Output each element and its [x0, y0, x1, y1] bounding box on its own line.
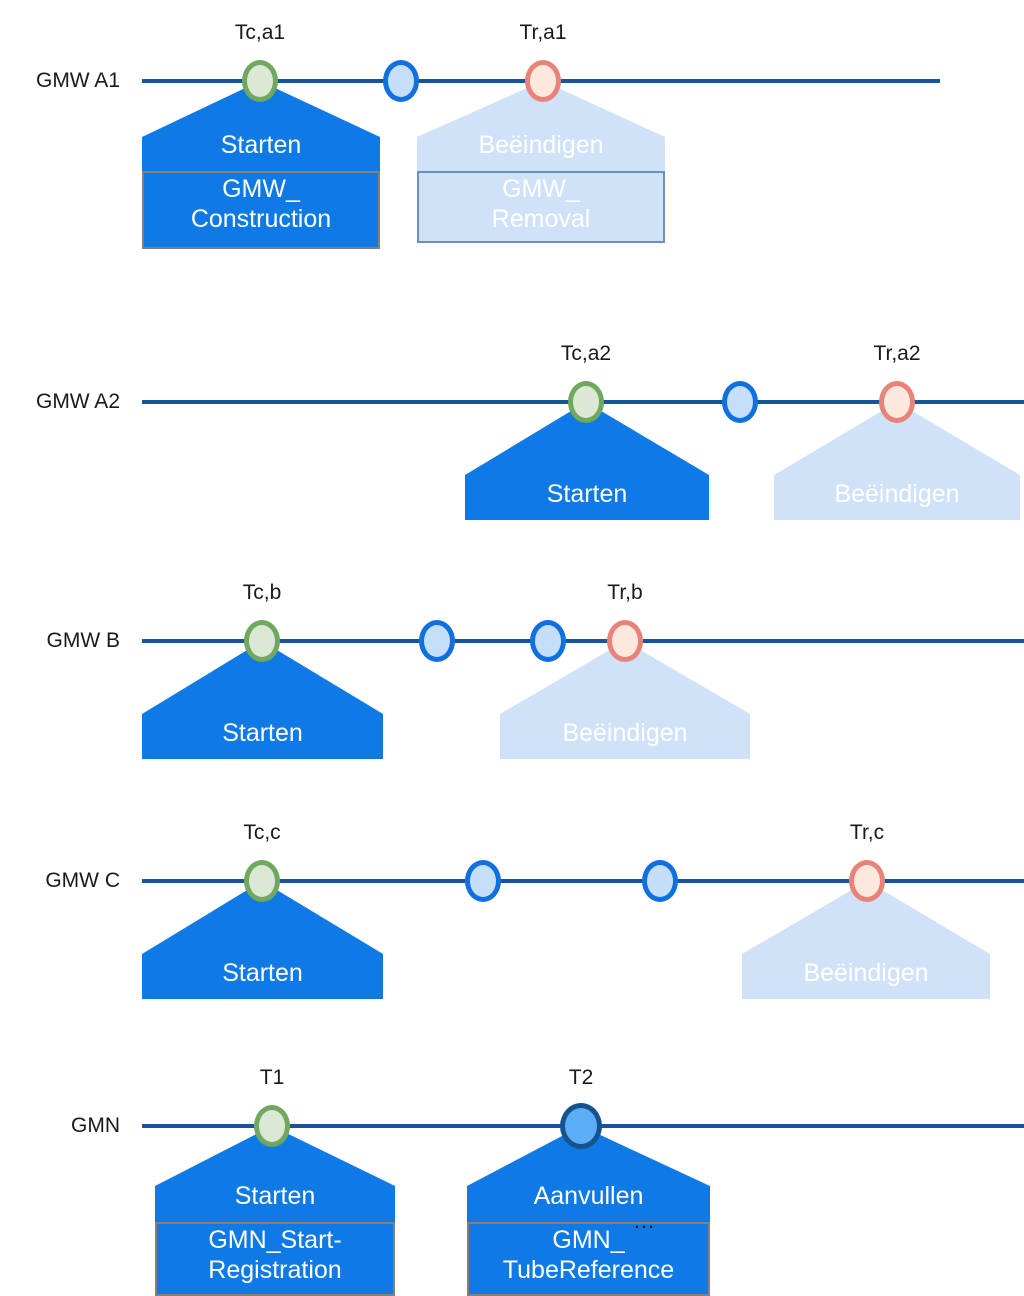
- info-box-label-starten-gmn: GMN_Start- Registration: [208, 1226, 342, 1284]
- pennant-aanvullen-gmn: [467, 1126, 710, 1222]
- pennant-starten-a1: [142, 81, 380, 171]
- info-box-label-beeindigen-a1: GMW_ Removal: [491, 175, 591, 233]
- node-gmw-b-start[interactable]: [244, 620, 280, 662]
- pennant-beeindigen-b: [500, 641, 750, 759]
- node-gmn-aanvullen[interactable]: [560, 1103, 602, 1149]
- node-gmw-c-intermediate-2[interactable]: [642, 860, 678, 902]
- tick-label-gmw-c-start: Tc,c: [243, 821, 281, 844]
- info-box-aanvullen-gmn: GMN_ TubeReference: [467, 1222, 710, 1296]
- node-gmw-b-end[interactable]: [607, 620, 643, 662]
- row-label-gmw-a1: GMW A1: [35, 69, 120, 92]
- info-box-starten-gmn: GMN_Start- Registration: [155, 1222, 395, 1296]
- pennant-beeindigen-a1: [417, 81, 665, 171]
- node-gmw-a2-start[interactable]: [568, 381, 604, 423]
- tick-label-gmw-c-end: Tr,c: [849, 821, 885, 844]
- row-label-gmw-c: GMW C: [45, 869, 120, 892]
- pennant-beeindigen-c: [742, 881, 990, 999]
- pennant-starten-c: [142, 881, 383, 999]
- pennant-starten-b: [142, 641, 383, 759]
- tick-label-gmn-start: T1: [259, 1066, 285, 1089]
- tick-label-gmw-a2-end: Tr,a2: [873, 342, 921, 365]
- node-gmw-c-intermediate-1[interactable]: [465, 860, 501, 902]
- info-box-starten-a1: GMW_ Construction: [142, 171, 380, 249]
- timeline-gmw-c: [142, 879, 1024, 883]
- pennant-starten-gmn: [155, 1126, 395, 1222]
- pennant-ellipsis-aanvullen-gmn: ...: [633, 1208, 656, 1233]
- row-label-gmw-a2: GMW A2: [35, 390, 120, 413]
- node-gmw-a2-end[interactable]: [879, 381, 915, 423]
- tick-label-gmw-b-end: Tr,b: [607, 581, 643, 604]
- node-gmn-start[interactable]: [254, 1105, 290, 1147]
- node-gmw-c-start[interactable]: [244, 860, 280, 902]
- node-gmw-a2-intermediate-1[interactable]: [722, 381, 758, 423]
- node-gmw-a1-end[interactable]: [525, 60, 561, 102]
- timeline-gmw-b: [142, 639, 1024, 643]
- node-gmw-a1-start[interactable]: [242, 60, 278, 102]
- pennant-starten-a2: [465, 402, 709, 520]
- node-gmw-b-intermediate-1[interactable]: [419, 620, 455, 662]
- tick-label-gmw-a1-end: Tr,a1: [519, 21, 567, 44]
- node-gmw-b-intermediate-2[interactable]: [530, 620, 566, 662]
- node-gmw-a1-intermediate-1[interactable]: [383, 60, 419, 102]
- pennant-beeindigen-a2: [774, 402, 1020, 520]
- node-gmw-c-end[interactable]: [849, 860, 885, 902]
- info-box-label-starten-a1: GMW_ Construction: [190, 175, 332, 233]
- row-label-gmn: GMN: [71, 1114, 120, 1137]
- tick-label-gmn-aanvullen: T2: [568, 1066, 594, 1089]
- info-box-beeindigen-a1: GMW_ Removal: [417, 171, 665, 243]
- tick-label-gmw-a2-start: Tc,a2: [560, 342, 612, 365]
- info-box-label-aanvullen-gmn: GMN_ TubeReference: [502, 1226, 675, 1284]
- tick-label-gmw-b-start: Tc,b: [242, 581, 282, 604]
- tick-label-gmw-a1-start: Tc,a1: [234, 21, 286, 44]
- row-label-gmw-b: GMW B: [46, 629, 121, 652]
